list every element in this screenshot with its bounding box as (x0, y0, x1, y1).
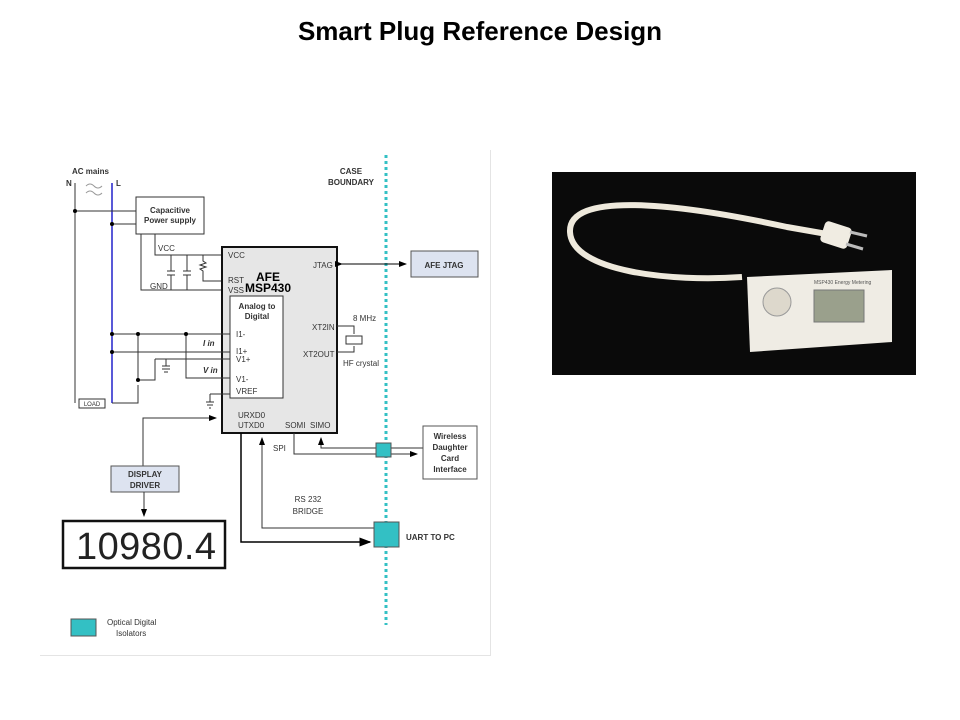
case-boundary-label: CASE (340, 167, 363, 176)
gnd-label: GND (150, 282, 168, 291)
neutral-label: N (66, 179, 72, 188)
spi-isolator (375, 442, 392, 458)
cap-supply-label: Capacitive (150, 206, 191, 215)
slide-title: Smart Plug Reference Design (297, 16, 663, 46)
pin-vref: VREF (236, 387, 257, 396)
adc-title: Analog to (239, 302, 276, 311)
pin-jtag: JTAG (313, 261, 333, 270)
pin-i1-minus: I1- (236, 330, 246, 339)
device-lcd (813, 289, 865, 323)
display-driver-label: DISPLAY (128, 470, 163, 479)
wireless-daughter-card-block (422, 425, 478, 480)
plug-icon (820, 221, 868, 251)
wireless-label: Interface (433, 465, 467, 474)
uart-label: UART TO PC (406, 533, 455, 542)
live-label: L (116, 179, 121, 188)
legend-isolator-swatch (70, 618, 97, 637)
wireless-label: Daughter (432, 443, 467, 452)
lcd-value: 10980.4 (76, 526, 216, 568)
load-label: LOAD (84, 402, 101, 408)
pin-rst: RST (228, 276, 244, 285)
vcc-label: VCC (158, 244, 175, 253)
pin-simo: SIMO (310, 421, 330, 430)
cap-supply-label: Power supply (144, 216, 197, 225)
pin-xt2in: XT2IN (312, 323, 335, 332)
legend-label: Optical Digital (107, 618, 157, 627)
ground-icon (162, 359, 170, 373)
pin-v1-minus: V1- (236, 375, 249, 384)
resistor-icon (198, 255, 222, 282)
adc-block (229, 295, 284, 399)
crystal-icon (345, 335, 363, 345)
case-boundary-label: BOUNDARY (328, 178, 375, 187)
v-in-label: V in (203, 366, 218, 375)
pin-utxd0: UTXD0 (238, 421, 265, 430)
afe-title: AFE (256, 270, 280, 284)
legend-label: Isolators (116, 629, 146, 638)
pin-i1-plus: I1+ (236, 347, 248, 356)
uart-isolator (373, 521, 400, 548)
spi-label: SPI (273, 444, 286, 453)
block-diagram: AC mains N L Capacitive Power supply VCC… (61, 155, 479, 638)
adc-title: Digital (245, 312, 269, 321)
pin-somi: SOMI (285, 421, 305, 430)
block-diagram-panel: AC mains N L Capacitive Power supply VCC… (40, 150, 491, 656)
power-cord (566, 202, 828, 282)
smart-plug-photo: MSP430 Energy Metering (552, 172, 916, 375)
crystal-freq-label: 8 MHz (353, 314, 376, 323)
pin-v1-plus: V1+ (236, 355, 251, 364)
lcd-display (61, 519, 227, 570)
crystal-label: HF crystal (343, 359, 379, 368)
pin-urxd0: URXD0 (238, 411, 266, 420)
wireless-label: Card (441, 454, 459, 463)
rs232-label: BRIDGE (293, 507, 324, 516)
i-in-label: I in (203, 339, 215, 348)
rs232-label: RS 232 (295, 495, 322, 504)
afe-jtag-label: AFE JTAG (425, 261, 464, 270)
afe-title: MSP430 (245, 281, 291, 295)
afe-jtag-block (410, 250, 479, 278)
display-driver-block (110, 465, 180, 493)
capacitive-power-supply (135, 196, 205, 235)
ac-wave-icon (85, 183, 103, 196)
capacitor-icon (167, 255, 191, 290)
wireless-label: Wireless (434, 432, 467, 441)
device-label: MSP430 Energy Metering (814, 280, 871, 286)
pin-xt2out: XT2OUT (303, 350, 335, 359)
pin-vcc: VCC (228, 251, 245, 260)
ground-icon (206, 393, 230, 409)
pin-vss: VSS (228, 286, 244, 295)
load-block (78, 398, 106, 409)
device-socket (762, 287, 792, 317)
display-driver-label: DRIVER (130, 481, 160, 490)
ac-mains-label: AC mains (72, 167, 109, 176)
